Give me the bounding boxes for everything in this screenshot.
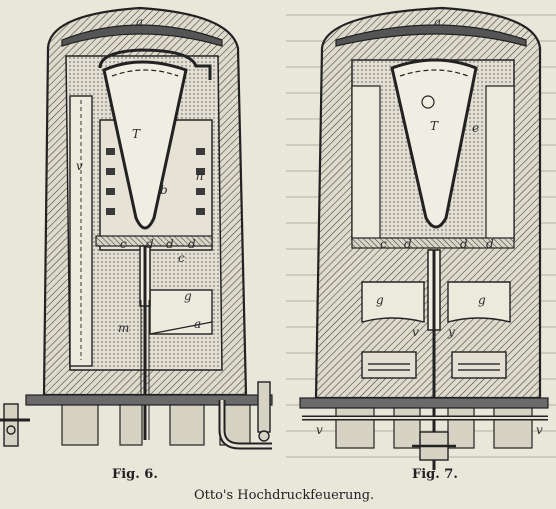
- fig7-pillar-right: [485, 85, 515, 241]
- fig7-row-label-2: d: [460, 237, 468, 251]
- fig7-grate: [351, 237, 515, 249]
- figure-7-drawing: a T e c d d d g g v y v v: [299, 6, 549, 470]
- fig6-left-valve: [0, 403, 30, 447]
- fig6-row-label-3: d: [188, 237, 196, 251]
- fig7-pillar-left: [351, 85, 381, 241]
- fig6-grate: [95, 235, 213, 247]
- fig6-row-label-2: d: [166, 237, 174, 251]
- fig7-label-pipe-1: v: [536, 423, 543, 437]
- fig7-label-body: T: [430, 119, 439, 133]
- fig6-cone: [102, 60, 188, 230]
- fig6-label-pipe: m: [118, 321, 129, 335]
- fig7-row-label-1: d: [404, 237, 412, 251]
- fig6-base-plate: [25, 394, 273, 406]
- fig7-dome-cap: [335, 24, 527, 47]
- fig7-label-chamber-right: g: [478, 293, 486, 307]
- fig7-base-plate: [299, 397, 549, 409]
- fig6-top-pipe: [98, 48, 212, 80]
- fig6-row-label-0: c: [120, 237, 127, 251]
- fig7-sight-glass: [421, 95, 435, 109]
- fig6-left-channel: [69, 95, 93, 367]
- fig6-row-label-1: d: [146, 237, 154, 251]
- fig6-brick-grid: [106, 148, 205, 215]
- fig7-cone: [390, 58, 478, 229]
- fig6-right-valve: [257, 381, 271, 442]
- fig7-box-left: [361, 351, 417, 379]
- fig7-label-pipe-0: v: [316, 423, 323, 437]
- fig6-label-k1: b: [160, 183, 168, 197]
- fig6-label-top: a: [136, 15, 143, 29]
- fig7-row-label-3: d: [486, 237, 494, 251]
- fig7-label-chamber-left: g: [376, 293, 384, 307]
- fig6-label-grate: g: [184, 289, 192, 303]
- fig6-caption: Fig. 6.: [112, 467, 158, 482]
- fig6-label-ash: a: [194, 317, 201, 331]
- fig6-label-left: v: [76, 159, 83, 173]
- fig7-chamber-left: [361, 281, 425, 323]
- fig7-bottom-fitting: [412, 431, 456, 461]
- figure-6-drawing: a T b c c d d d g a m v h: [0, 6, 273, 450]
- fig7-feet: [335, 407, 533, 449]
- fig6-label-k2: c: [178, 251, 185, 265]
- fig7-label-lower-0: v: [412, 325, 419, 339]
- fig7-label-top: a: [434, 15, 441, 29]
- fig7-chamber-right: [447, 281, 511, 323]
- fig7-box-right: [451, 351, 507, 379]
- fig6-dome-cap: [61, 24, 223, 47]
- fig6-label-body: T: [132, 127, 141, 141]
- fig7-caption: Fig. 7.: [412, 467, 458, 482]
- fig6-label-valve: h: [196, 169, 204, 183]
- fig6-ash-chamber: [149, 289, 213, 335]
- figure-title: Otto's Hochdruckfeuerung.: [194, 488, 375, 503]
- fig7-label-mid: e: [472, 121, 479, 135]
- fig7-label-lower-1: y: [447, 325, 455, 339]
- fig7-row-label-0: c: [380, 237, 387, 251]
